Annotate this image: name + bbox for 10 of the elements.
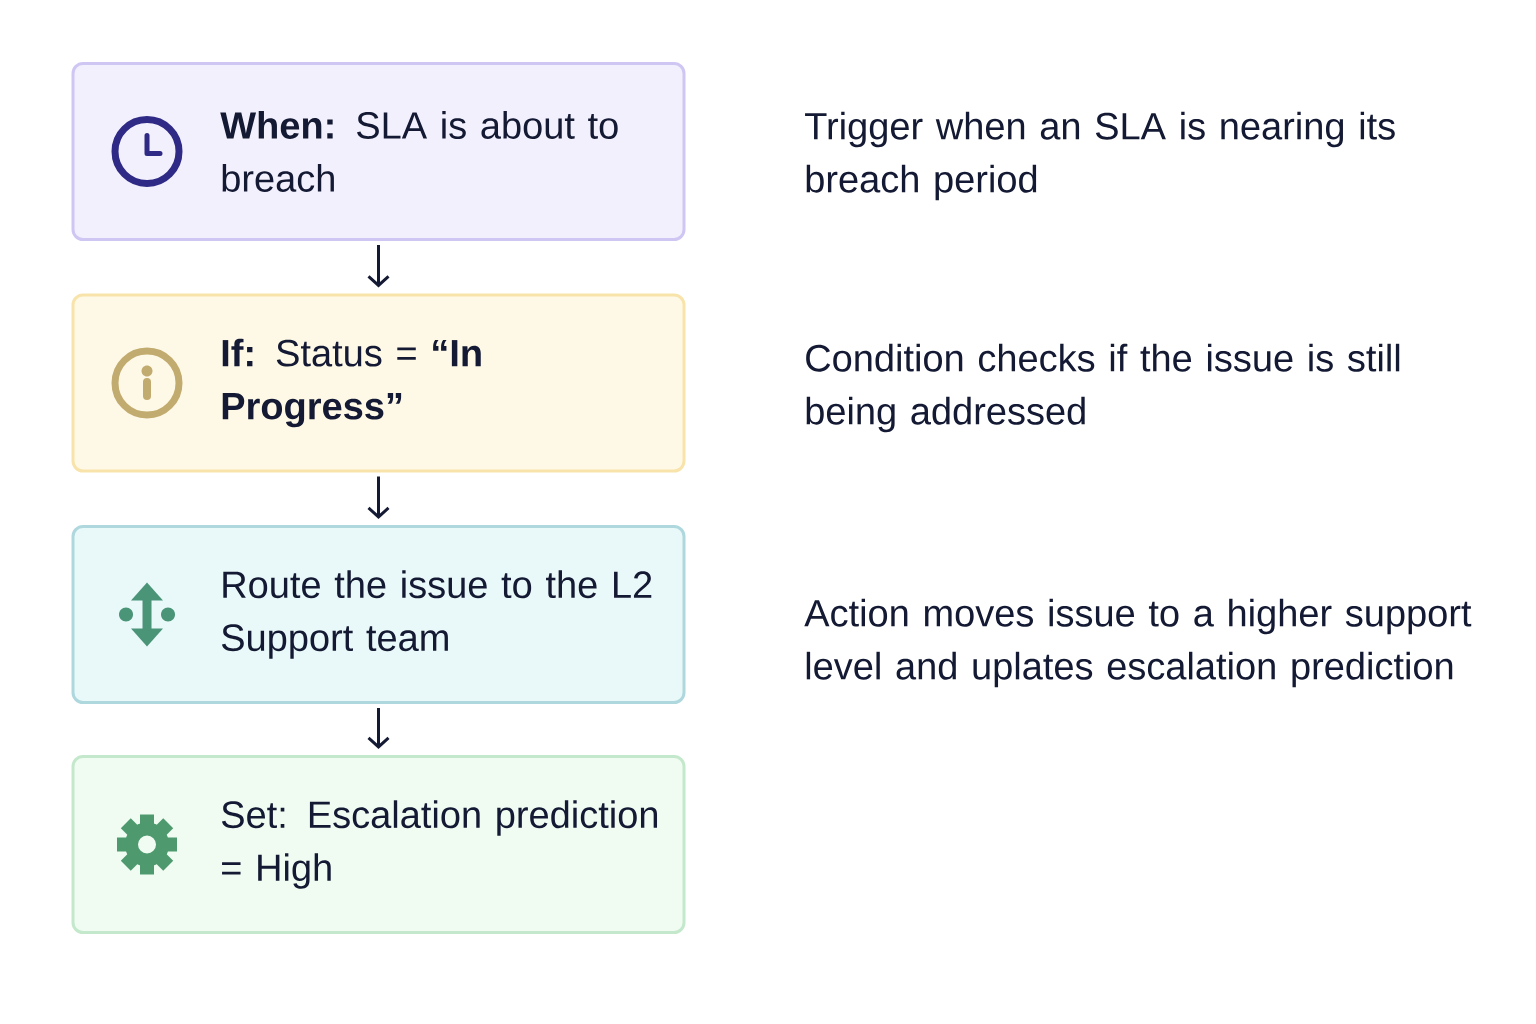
arrow [367, 708, 390, 749]
description-text: Action moves issue to a higher support level and uplates escalation prediction [804, 598, 1472, 688]
step-box: Route the issue to the L2 Support team [71, 525, 686, 704]
description-text: Condition checks if the issue is still being addressed [806, 343, 1400, 433]
arrow [367, 245, 390, 288]
arrow [367, 476, 390, 519]
description-text: Trigger when an SLA is nearing its breach period [805, 111, 1395, 201]
step-box: When: SLA is about to breach [71, 62, 686, 241]
step-box: If: Status = “In Progress” [71, 293, 686, 473]
step-box: Set: Escalation prediction = High [71, 755, 686, 934]
